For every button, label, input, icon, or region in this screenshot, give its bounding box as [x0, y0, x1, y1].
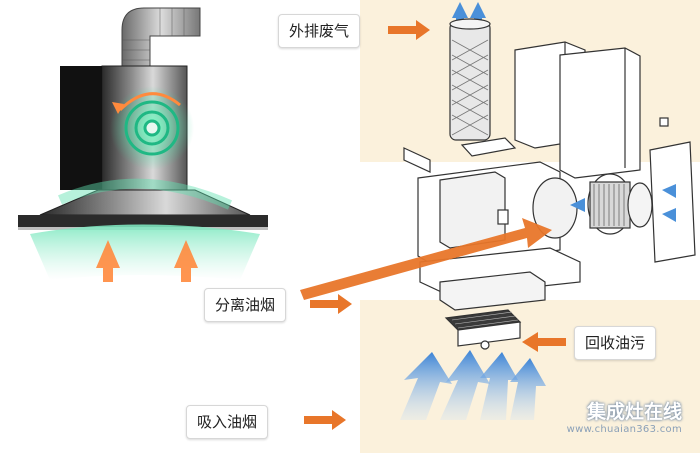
watermark: 集成灶在线 www.chuaian363.com [567, 397, 682, 435]
watermark-url: www.chuaian363.com [566, 424, 682, 435]
exploded-view [403, 2, 696, 350]
label-separate: 分离油烟 [204, 288, 287, 322]
arrow-recycle [522, 332, 566, 352]
blower-arrows [570, 184, 676, 222]
exhaust-arrows [452, 2, 486, 22]
intake-arrows [400, 350, 546, 420]
label-intake: 吸入油烟 [186, 405, 269, 439]
label-exhaust: 外排废气 [278, 14, 361, 48]
flow-arrow [300, 218, 552, 300]
hood-illustration [18, 7, 268, 282]
arrow-separate [310, 294, 352, 314]
watermark-name: 集成灶在线 [586, 401, 682, 423]
arrow-exhaust [388, 20, 430, 40]
label-recycle: 回收油污 [574, 326, 657, 360]
arrow-intake [304, 410, 346, 430]
